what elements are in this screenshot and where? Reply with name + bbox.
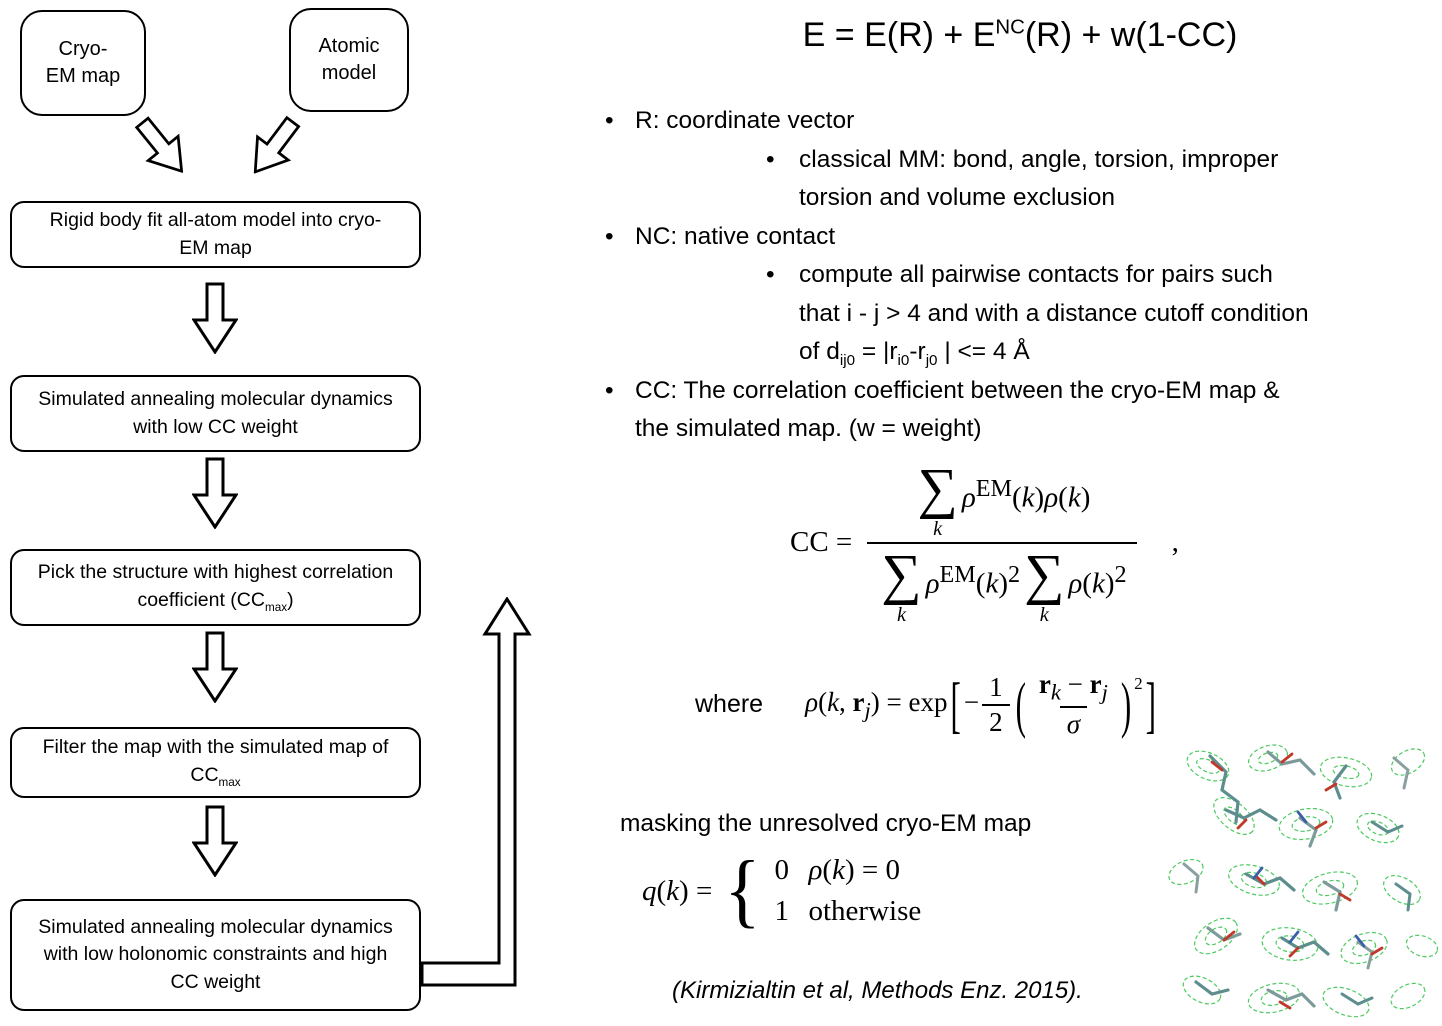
bullet-pairwise-contacts: compute all pairwise contacts for pairs … bbox=[598, 256, 1442, 372]
q-equation-lhs: q(k) = bbox=[642, 874, 713, 907]
bullet-list: R: coordinate vector classical MM: bond,… bbox=[598, 102, 1442, 449]
case-condition: otherwise bbox=[808, 895, 922, 928]
down-arrow-icon bbox=[192, 631, 238, 703]
step-label: Pick the structure with highest correlat… bbox=[37, 561, 394, 614]
q-equation-cases: 0 ρ(k) = 0 1 otherwise bbox=[775, 851, 922, 931]
flowchart-box-atomic-model: Atomic model bbox=[289, 8, 409, 112]
step-label: Rigid body fit all-atom model into cryo-… bbox=[49, 209, 382, 259]
bullet-correlation-coefficient: CC: The correlation coefficient between … bbox=[598, 372, 1442, 449]
loop-back-arrow-icon bbox=[421, 597, 532, 989]
step-pick-structure: Pick the structure with highest correlat… bbox=[10, 549, 421, 626]
step-label: Filter the map with the simulated map of… bbox=[42, 736, 389, 789]
case-value: 0 bbox=[774, 854, 790, 886]
curly-brace: { bbox=[724, 844, 761, 937]
bullet-coordinate-vector: R: coordinate vector bbox=[598, 102, 1442, 141]
masking-caption: masking the unresolved cryo-EM map bbox=[620, 810, 1032, 837]
diagonal-arrow-icon bbox=[124, 108, 200, 187]
down-arrow-icon bbox=[192, 282, 238, 354]
bullet-native-contact: NC: native contact bbox=[598, 218, 1442, 257]
case-row: 1 otherwise bbox=[775, 892, 922, 931]
case-value: 1 bbox=[774, 895, 790, 928]
step-label: Simulated annealing molecular dynamics w… bbox=[38, 916, 393, 993]
bullet-text: CC: The correlation coefficient between … bbox=[635, 376, 1280, 443]
step-label: Simulated annealing molecular dynamics w… bbox=[38, 388, 393, 438]
step-sa-md-low-cc: Simulated annealing molecular dynamics w… bbox=[10, 375, 421, 452]
energy-equation-title: E = E(R) + ENC(R) + w(1-CC) bbox=[802, 16, 1238, 54]
bullet-icon bbox=[766, 141, 775, 180]
bullet-icon bbox=[605, 218, 614, 257]
cryo-em-density-figure bbox=[1168, 744, 1439, 1018]
flowchart-box-label: Cryo- EM map bbox=[45, 38, 121, 87]
bullet-icon bbox=[605, 102, 614, 141]
bullet-text: classical MM: bond, angle, torsion, impr… bbox=[799, 145, 1279, 212]
masking-q-equation: q(k) = { 0 ρ(k) = 0 1 otherwise bbox=[642, 844, 922, 937]
step-rigid-body-fit: Rigid body fit all-atom model into cryo-… bbox=[10, 201, 421, 268]
down-arrow-icon bbox=[192, 805, 238, 877]
diagonal-arrow-icon bbox=[237, 107, 312, 186]
bullet-text: R: coordinate vector bbox=[635, 107, 855, 134]
bullet-classical-mm: classical MM: bond, angle, torsion, impr… bbox=[598, 141, 1442, 218]
where-label: where bbox=[695, 690, 764, 719]
step-sa-md-high-cc: Simulated annealing molecular dynamics w… bbox=[10, 899, 421, 1011]
flowchart-box-cryo-em-map: Cryo- EM map bbox=[20, 10, 146, 116]
down-arrow-icon bbox=[192, 457, 238, 529]
bullet-text: NC: native contact bbox=[635, 222, 836, 250]
case-condition: ρ(k) = 0 bbox=[808, 854, 900, 886]
bullet-icon bbox=[766, 256, 775, 295]
step-filter-map: Filter the map with the simulated map of… bbox=[10, 727, 421, 798]
flowchart-box-label: Atomic model bbox=[318, 35, 380, 84]
case-row: 0 ρ(k) = 0 bbox=[775, 851, 922, 890]
bullet-text: compute all pairwise contacts for pairs … bbox=[799, 261, 1309, 369]
bullet-icon bbox=[605, 372, 614, 411]
citation: (Kirmizialtin et al, Methods Enz. 2015). bbox=[672, 977, 1083, 1004]
